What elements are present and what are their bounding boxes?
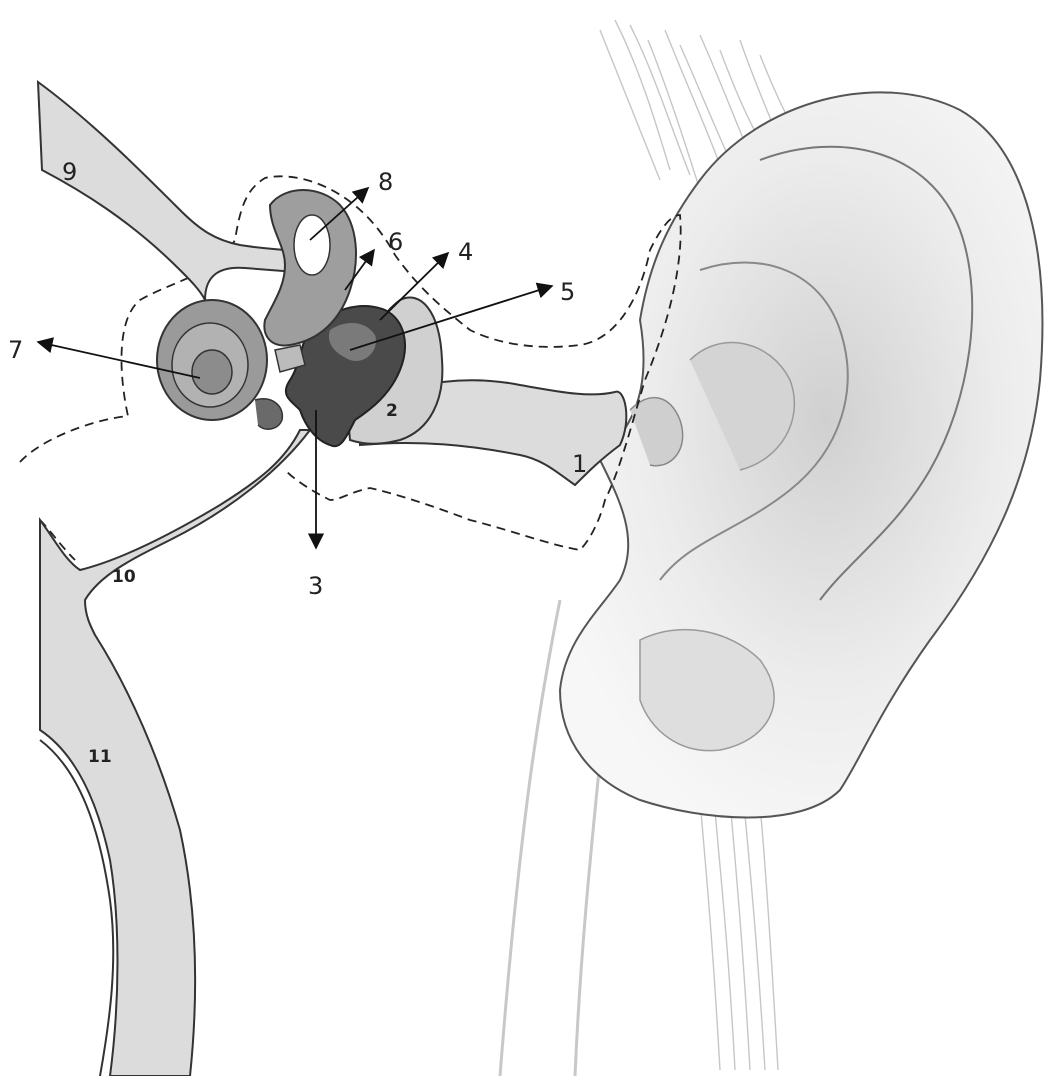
label-7: 7 bbox=[8, 336, 23, 364]
label-5: 5 bbox=[560, 278, 575, 306]
structure-10-11-tube bbox=[40, 430, 310, 1076]
label-8: 8 bbox=[378, 168, 393, 196]
label-1: 1 bbox=[572, 450, 587, 478]
label-2: 2 bbox=[386, 401, 398, 421]
label-11: 11 bbox=[88, 747, 112, 767]
label-10: 10 bbox=[112, 567, 136, 587]
label-4: 4 bbox=[458, 238, 473, 266]
label-3: 3 bbox=[308, 572, 323, 600]
label-9: 9 bbox=[62, 158, 77, 186]
label-6: 6 bbox=[388, 228, 403, 256]
pinna bbox=[560, 92, 1042, 817]
structure-7-cochlea bbox=[157, 300, 282, 429]
